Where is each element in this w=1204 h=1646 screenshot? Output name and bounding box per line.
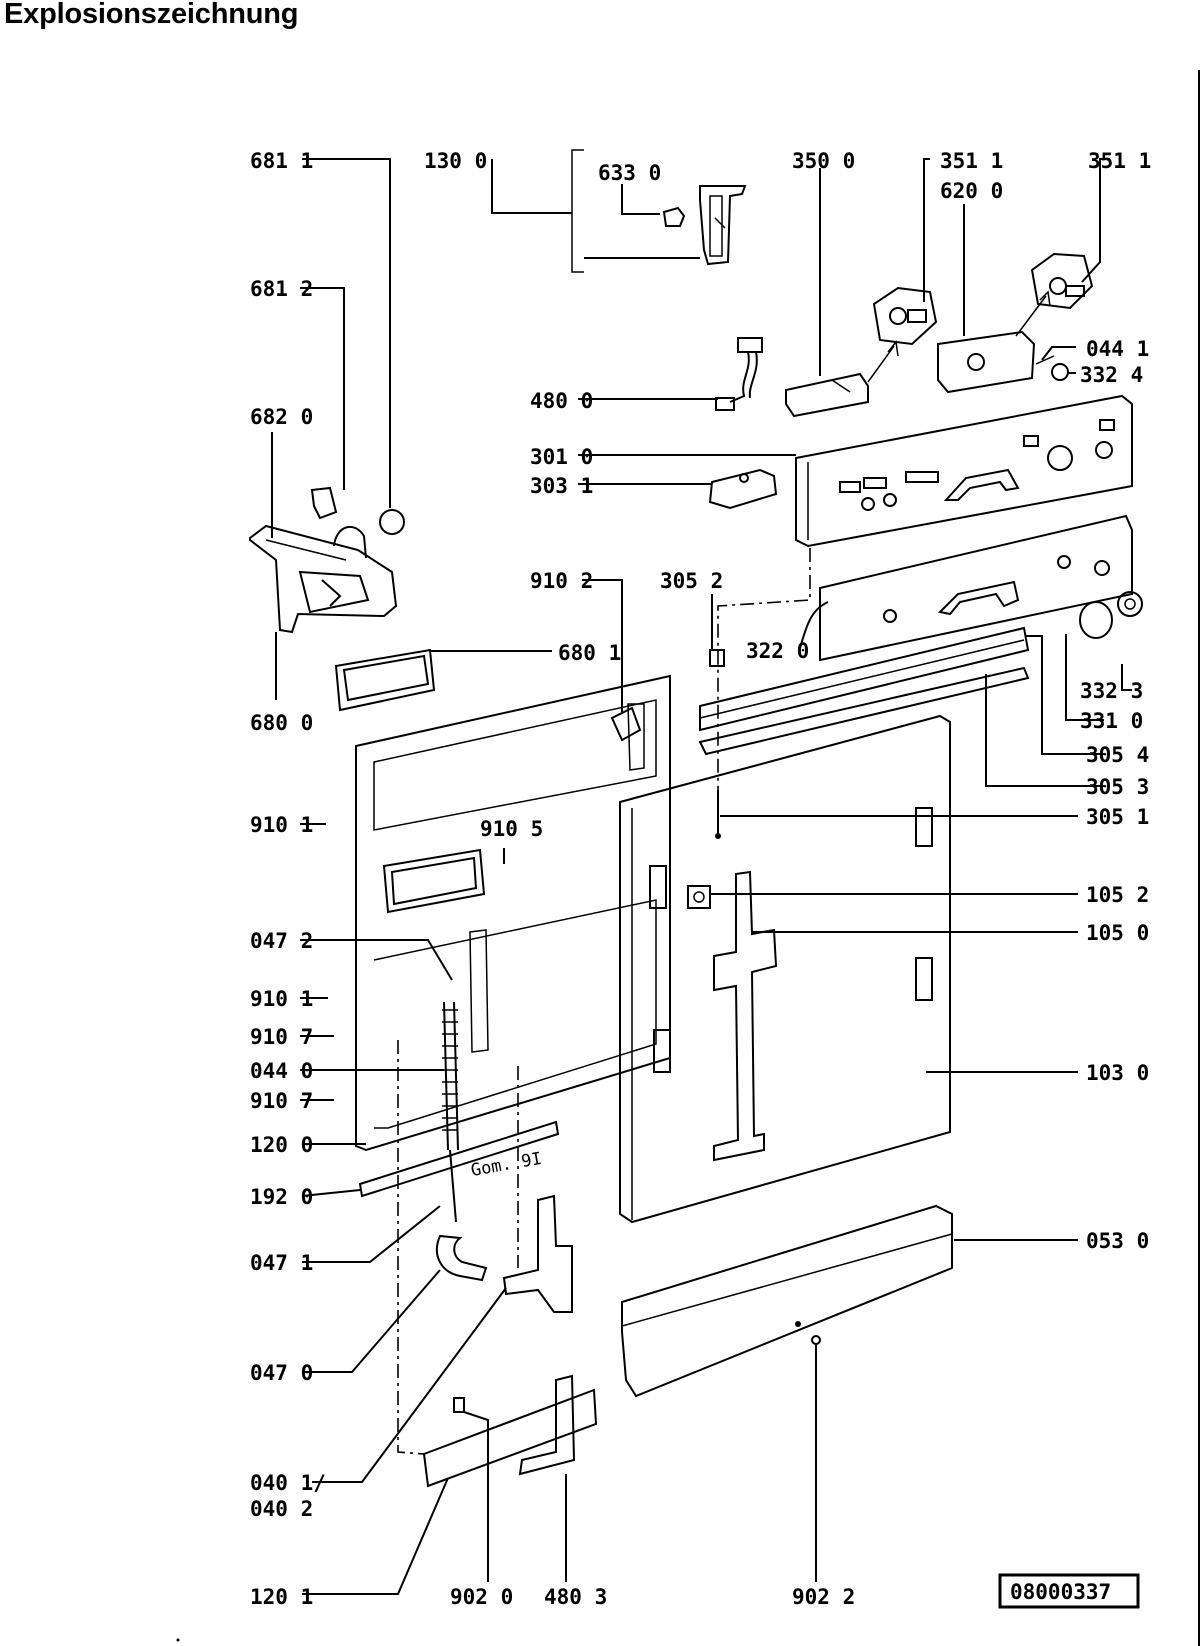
part-620-0-programmer (937, 290, 1051, 394)
label-105-0: 105 0 (1086, 921, 1149, 945)
label-680-0: 680 0 (250, 711, 313, 735)
label-192-0: 192 0 (250, 1185, 313, 1209)
part-305-1-pin (715, 790, 721, 839)
label-902-0: 902 0 (450, 1585, 513, 1609)
label-682-0: 682 0 (250, 405, 313, 429)
part-322-0-front-panel (819, 514, 1133, 662)
label-040-2: 040 2 (250, 1497, 313, 1521)
drawing-number: 08000337 (1010, 1580, 1111, 1604)
label-351-1-b: 351 1 (1088, 149, 1151, 173)
label-910-2: 910 2 (530, 569, 593, 593)
label-305-2: 305 2 (660, 569, 723, 593)
part-681-2-clip (310, 486, 338, 520)
part-303-1 (708, 468, 778, 510)
part-047-0-lever (435, 1234, 488, 1282)
label-480-3: 480 3 (544, 1585, 607, 1609)
part-331-0-knob (1079, 591, 1143, 639)
label-331-0: 331 0 (1080, 709, 1143, 733)
label-351-1-a: 351 1 (940, 149, 1003, 173)
part-192-0-strip: Gom. 9I (358, 1120, 560, 1198)
label-053-0: 053 0 (1086, 1229, 1149, 1253)
label-480-0: 480 0 (530, 389, 593, 413)
part-681-1-cap (379, 509, 405, 535)
part-680-0-dispenser (249, 524, 398, 634)
part-120-0-inner-door (355, 674, 671, 1152)
label-047-1: 047 1 (250, 1251, 313, 1275)
label-910-1-a: 910 1 (250, 813, 313, 837)
label-044-0: 044 0 (250, 1059, 313, 1083)
part-305-2-clip (709, 649, 725, 667)
label-910-7-b: 910 7 (250, 1089, 313, 1113)
label-120-1: 120 1 (250, 1585, 313, 1609)
part-301-0-control-panel (795, 394, 1133, 548)
page-title: Explosionszeichnung (4, 0, 299, 30)
callout-labels: 681 1 130 0 633 0 350 0 351 1 620 0 351 … (250, 149, 1151, 1609)
part-130-0-hinge-bracket (571, 149, 747, 273)
stray-dot (176, 1638, 180, 1642)
part-351-1-knob-detail-a (872, 286, 938, 346)
label-332-3: 332 3 (1080, 679, 1143, 703)
label-301-0: 301 0 (530, 445, 593, 469)
part-053-0-base-bracket (621, 1204, 953, 1398)
label-103-0: 103 0 (1086, 1061, 1149, 1085)
label-040-1: 040 1/ (250, 1471, 326, 1495)
label-047-0: 047 0 (250, 1361, 313, 1385)
label-902-2: 902 2 (792, 1585, 855, 1609)
label-681-1: 681 1 (250, 149, 313, 173)
label-303-1: 303 1 (530, 474, 593, 498)
part-stamp: Gom. 9I (469, 1149, 543, 1181)
label-910-5: 910 5 (480, 817, 543, 841)
label-047-2: 047 2 (250, 929, 313, 953)
alignment-lines (397, 548, 811, 1455)
label-305-4: 305 4 (1086, 743, 1149, 767)
part-633-0-switch (662, 206, 686, 227)
part-680-1-gasket (334, 648, 436, 712)
label-633-0: 633 0 (598, 161, 661, 185)
part-351-1-knob-detail-b (1030, 252, 1094, 310)
label-044-1: 044 1 (1086, 337, 1149, 361)
label-120-0: 120 0 (250, 1133, 313, 1157)
label-350-0: 350 0 (792, 149, 855, 173)
label-681-2: 681 2 (250, 277, 313, 301)
part-305-3-strip (698, 666, 1030, 756)
label-305-1: 305 1 (1086, 805, 1149, 829)
part-350-0-control-module (785, 340, 899, 418)
part-480-0-cable (715, 337, 763, 411)
label-105-2: 105 2 (1086, 883, 1149, 907)
label-305-3: 305 3 (1086, 775, 1149, 799)
label-322-0: 322 0 (746, 639, 809, 663)
label-680-1: 680 1 (558, 641, 621, 665)
part-305-4-rail (699, 626, 1030, 732)
label-130-0: 130 0 (424, 149, 487, 173)
label-332-4: 332 4 (1080, 363, 1143, 387)
drawing-number-box: 08000337 (998, 1573, 1140, 1609)
part-044-1-332-4-spring (1035, 355, 1069, 381)
label-910-1-b: 910 1 (250, 987, 313, 1011)
part-044-0-spring (442, 1001, 459, 1223)
label-620-0: 620 0 (940, 179, 1003, 203)
leader-lines (271, 158, 1132, 1595)
part-040-hinge-plate (502, 1194, 573, 1313)
part-120-1-lower-plate (422, 1374, 598, 1488)
label-910-7-a: 910 7 (250, 1025, 313, 1049)
